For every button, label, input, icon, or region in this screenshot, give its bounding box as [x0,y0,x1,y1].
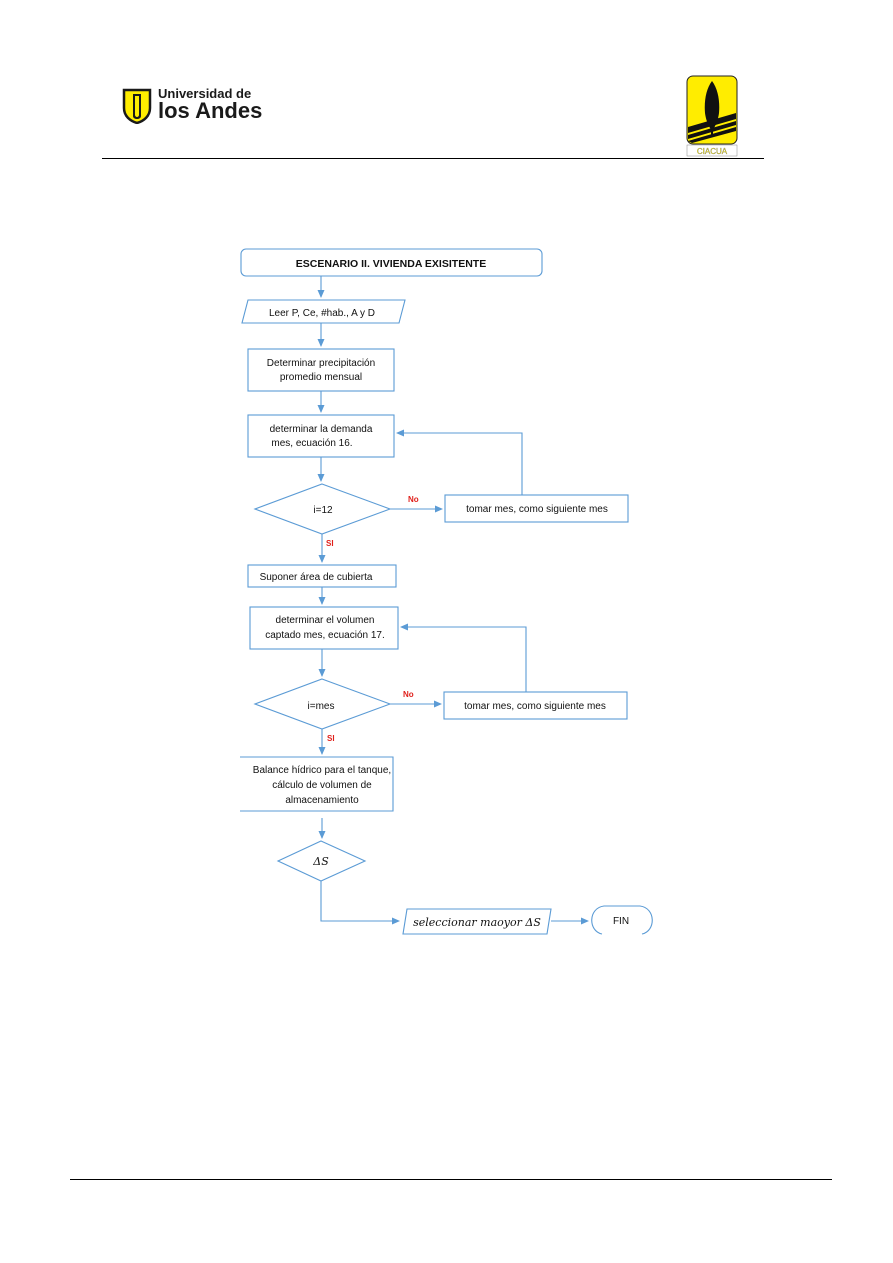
arrow-decision3-to-select [320,881,400,925]
loop-2-label: tomar mes, como siguiente mes [464,701,606,712]
read-input-box [241,299,406,324]
loop-1-label: tomar mes, como siguiente mes [466,504,608,515]
select-process-box [402,908,552,935]
ciacua-logo: CIACUA [686,75,738,157]
university-name-line1: Universidad de [158,86,252,101]
title-terminator [240,248,543,277]
universidad-de-los-andes-logo: Universidad de los Andes [122,86,272,126]
decision-3-label: ΔS [312,855,329,868]
read-input-label: Leer P, Ce, #hab., A y D [269,308,375,319]
area-label: Suponer área de cubierta [260,572,373,583]
shield-logo-icon [122,88,152,124]
university-name-line2: los Andes [158,98,263,123]
balance-label-line2: cálculo de volumen de [272,780,372,791]
header-rule [102,158,764,159]
decision-1-no-label: No [408,495,419,504]
balance-label-line3: almacenamiento [285,795,359,806]
loop-2-return-arrow [400,623,527,692]
footer-rule [70,1179,832,1180]
demand-label-line1: determinar la demanda [270,424,373,435]
volume-label-line2: captado mes, ecuación 17. [265,630,385,641]
decision-1-label: i=12 [313,505,333,516]
volume-process-box [249,606,399,650]
ciacua-caption: CIACUA [697,147,728,156]
decision-2-si-label: SI [327,734,335,743]
precip-label-line1: Determinar precipitación [267,358,375,369]
end-label: FIN [613,916,629,927]
demand-label-line2: mes, ecuación 16. [271,438,352,449]
balance-label-line1: Balance hídrico para el tanque, [253,765,391,776]
decision-2-no-label: No [403,690,414,699]
volume-label-line1: determinar el volumen [276,615,375,626]
loop-1-process-box [444,494,629,523]
precip-process-box [247,348,395,392]
precip-label-line2: promedio mensual [280,372,362,383]
loop-2-process-box [443,691,628,720]
flowchart-title: ESCENARIO II. VIVIENDA EXISITENTE [296,258,486,270]
balance-process-box [240,756,394,812]
loop-1-return-arrow [396,429,523,495]
decision-1-si-label: SI [326,539,334,548]
decision-2-label: i=mes [308,701,335,712]
demand-process-box [247,414,395,458]
end-terminator [591,905,653,935]
select-label: seleccionar maoyor ΔS [413,916,541,929]
